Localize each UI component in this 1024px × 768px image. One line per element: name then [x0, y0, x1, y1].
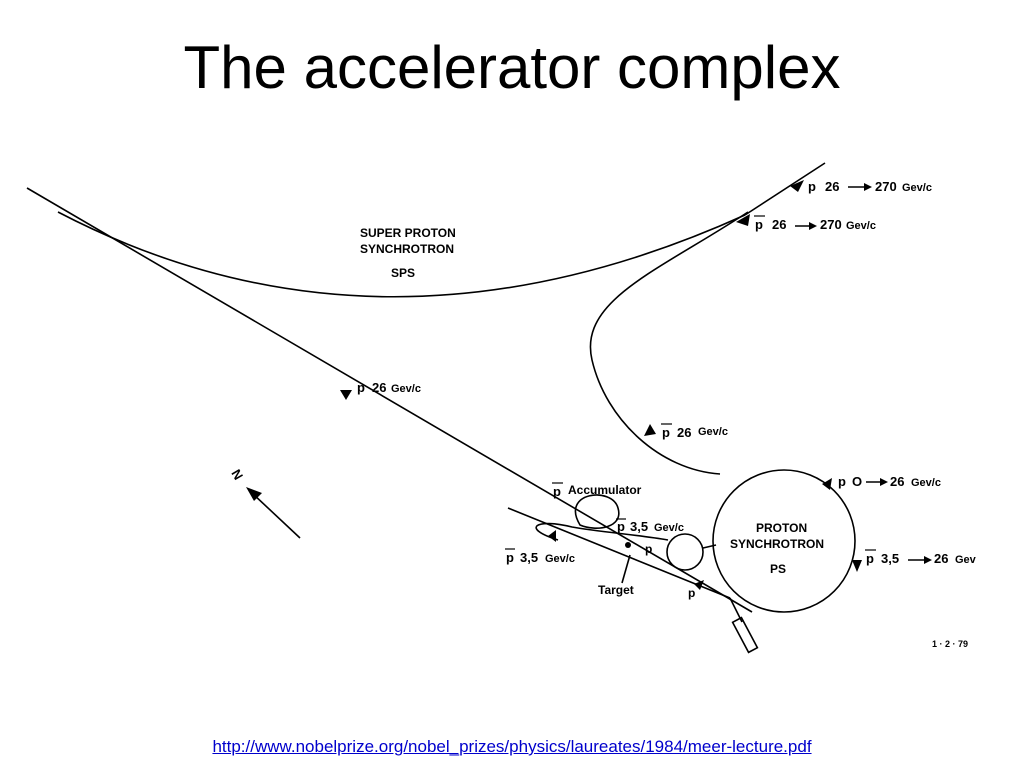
svg-text:3,5: 3,5 [881, 551, 899, 566]
label-accumulator: p Accumulator [552, 482, 642, 499]
pbar-transfer-line [589, 211, 749, 475]
target-dot [625, 542, 631, 548]
label-p-0-26: p O 26 Gev/c [838, 474, 941, 489]
svg-text:Gev/c: Gev/c [391, 383, 421, 395]
ps-label-line2: SYNCHROTRON [730, 537, 824, 551]
svg-text:O: O [852, 474, 862, 489]
beam-dump [731, 616, 759, 654]
svg-text:26: 26 [372, 380, 386, 395]
svg-text:270: 270 [820, 217, 842, 232]
svg-text:p: p [553, 484, 561, 499]
target-pointer [621, 554, 631, 584]
north-label: N [228, 467, 246, 483]
svg-text:p: p [808, 179, 816, 194]
svg-text:3,5: 3,5 [520, 550, 538, 565]
svg-text:p: p [617, 519, 625, 534]
svg-text:26: 26 [825, 179, 839, 194]
small-ring [666, 533, 704, 571]
sps-label-line3: SPS [391, 266, 415, 280]
source-link-container: http://www.nobelprize.org/nobel_prizes/p… [0, 737, 1024, 757]
ps-ring [712, 469, 856, 613]
label-pbar-35-upper: p 3,5 Gev/c [616, 518, 684, 534]
svg-text:26: 26 [890, 474, 904, 489]
arrow-left-loop [548, 530, 556, 542]
dump-line [729, 597, 743, 623]
svg-text:p: p [662, 425, 670, 440]
north-arrow-line [251, 492, 301, 539]
svg-text:Gev/c: Gev/c [911, 477, 941, 489]
svg-text:Accumulator: Accumulator [568, 483, 642, 497]
svg-text:p: p [506, 550, 514, 565]
label-target: Target [598, 583, 634, 597]
sps-ring-arc [57, 211, 746, 298]
arrow-p-0 [822, 478, 832, 490]
svg-text:Gev/c: Gev/c [902, 182, 932, 194]
left-loop [535, 522, 669, 541]
arrow-p-up [790, 180, 804, 192]
svg-text:Gev/c: Gev/c [846, 220, 876, 232]
svg-text:Gev: Gev [955, 554, 977, 566]
svg-text:26: 26 [677, 425, 691, 440]
svg-text:270: 270 [875, 179, 897, 194]
label-pbar-26: p 26 Gev/c [661, 423, 728, 440]
ps-label-line3: PS [770, 562, 786, 576]
arrow-pbar-26 [644, 424, 656, 436]
label-pbar-35-lower: p 3,5 Gev/c [505, 548, 575, 565]
svg-text:Gev/c: Gev/c [698, 426, 728, 438]
svg-text:Gev/c: Gev/c [654, 522, 684, 534]
arrow-pbar-35 [852, 560, 862, 572]
svg-text:26: 26 [934, 551, 948, 566]
label-p-small-2: p [688, 586, 695, 600]
svg-text:p: p [838, 474, 846, 489]
ps-link-line [702, 544, 717, 549]
source-link[interactable]: http://www.nobelprize.org/nobel_prizes/p… [212, 737, 812, 756]
label-pbar-35-26: p 3,5 26 Gev [865, 549, 977, 566]
p-transfer-line [26, 187, 753, 613]
sps-label-line2: SYNCHROTRON [360, 242, 454, 256]
sps-upper-beamline [744, 162, 826, 216]
svg-text:p: p [866, 551, 874, 566]
svg-text:p: p [357, 380, 365, 395]
accumulator-ring [574, 494, 620, 529]
north-arrow-head [246, 487, 262, 501]
ps-label-line1: PROTON [756, 521, 807, 535]
label-pbar-26-270: p 26 270 Gev/c [754, 215, 876, 232]
svg-text:26: 26 [772, 217, 786, 232]
slide-title: The accelerator complex [183, 34, 841, 101]
sps-label-line1: SUPER PROTON [360, 226, 456, 240]
svg-text:p: p [755, 217, 763, 232]
label-p-26: p 26 Gev/c [357, 380, 421, 395]
date-stamp: 1 · 2 · 79 [932, 639, 968, 649]
svg-text:Gev/c: Gev/c [545, 553, 575, 565]
label-p-small-1: p [645, 542, 652, 556]
label-p-26-270: p 26 270 Gev/c [808, 179, 932, 194]
svg-text:3,5: 3,5 [630, 519, 648, 534]
arrow-pbar-up [736, 214, 750, 226]
arrow-p-26 [340, 390, 352, 400]
arrow-p-small [694, 580, 704, 590]
